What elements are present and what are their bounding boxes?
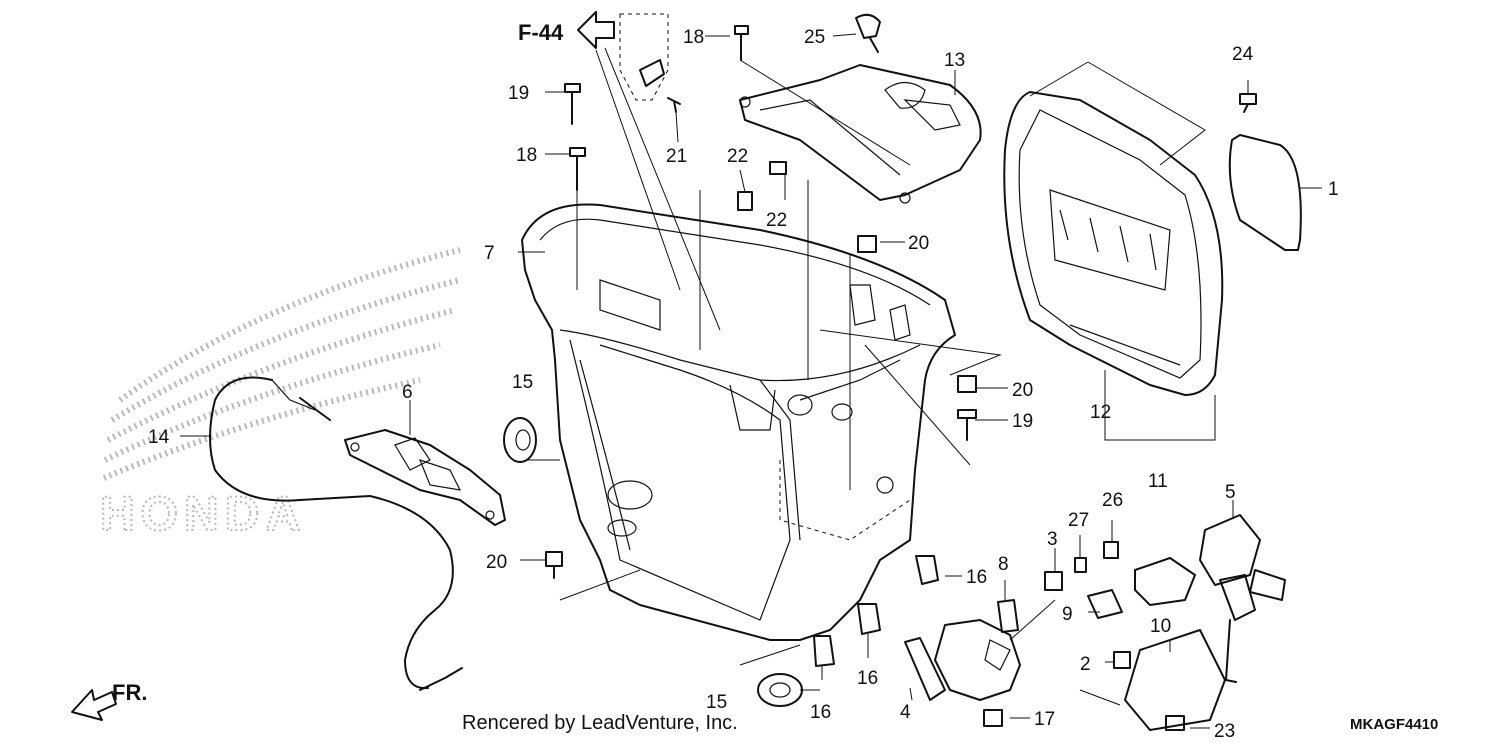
callout-22a: 22 (727, 146, 748, 167)
callout-20a: 20 (908, 233, 929, 254)
callout-25: 25 (804, 27, 825, 48)
bracket-detail (639, 59, 665, 87)
front-direction: FR. (71, 680, 147, 721)
callout-24: 24 (1232, 44, 1254, 65)
inset-outline (619, 13, 669, 101)
front-arrow-icon (71, 689, 117, 721)
callout-20b: 20 (1012, 380, 1033, 401)
callout-5: 5 (1225, 482, 1236, 503)
callout-26: 26 (1102, 490, 1123, 511)
page-ref-arrow (577, 11, 615, 49)
callout-16c: 16 (810, 702, 831, 723)
callout-10: 10 (1150, 616, 1171, 637)
callout-17: 17 (1034, 709, 1055, 730)
callout-12: 12 (1090, 402, 1111, 423)
lid-frame (1003, 91, 1224, 396)
callout-9: 9 (1062, 604, 1073, 625)
callout-8: 8 (998, 554, 1009, 575)
honda-wing-watermark: HONDA (99, 247, 461, 542)
clips (813, 555, 939, 667)
callout-22b: 22 (766, 210, 787, 231)
leader-lines (180, 33, 1322, 729)
page-ref-label: F-44 (518, 20, 564, 45)
callout-21: 21 (666, 146, 687, 167)
callout-18b: 18 (516, 145, 537, 166)
key-lock-set (1134, 514, 1286, 683)
diagram-code: MKAGF4410 (1350, 716, 1439, 733)
callout-4: 4 (900, 702, 911, 723)
callout-1: 1 (1328, 179, 1339, 200)
callout-7: 7 (484, 243, 495, 264)
inner-lid-cover (739, 64, 982, 204)
callout-11: 11 (1148, 471, 1168, 492)
callout-6: 6 (402, 382, 413, 403)
callout-13: 13 (944, 50, 965, 71)
callout-19a: 19 (508, 83, 529, 104)
lock-bracket (904, 599, 1021, 701)
callout-3: 3 (1047, 529, 1058, 550)
callout-16b: 16 (857, 668, 878, 689)
fasteners (545, 13, 1257, 731)
callout-19b: 19 (1012, 411, 1033, 432)
grommet-lower (757, 673, 803, 707)
callout-2: 2 (1080, 654, 1091, 675)
callout-18a: 18 (683, 27, 704, 48)
callout-23: 23 (1214, 721, 1235, 742)
luggage-box (521, 203, 956, 641)
page-reference: F-44 (518, 11, 615, 49)
lock-cover-plate (1124, 629, 1226, 731)
seat-latch (344, 429, 506, 526)
lock-plate-small (1087, 589, 1123, 619)
seal-gasket (1228, 134, 1302, 251)
callout-labels: 1 2 3 4 5 6 7 8 9 10 11 12 13 14 15 15 1… (148, 27, 1339, 742)
callout-16a: 16 (966, 567, 987, 588)
callout-15a: 15 (512, 372, 533, 393)
callout-14: 14 (148, 427, 170, 448)
callout-27: 27 (1068, 510, 1089, 531)
callout-15b: 15 (706, 692, 727, 713)
grommet-upper (503, 417, 537, 463)
watermark-brand: HONDA (100, 488, 306, 541)
release-cable (209, 376, 463, 691)
render-credit: Rencered by LeadVenture, Inc. (462, 712, 738, 734)
callout-20c: 20 (486, 552, 507, 573)
front-label: FR. (112, 680, 147, 705)
